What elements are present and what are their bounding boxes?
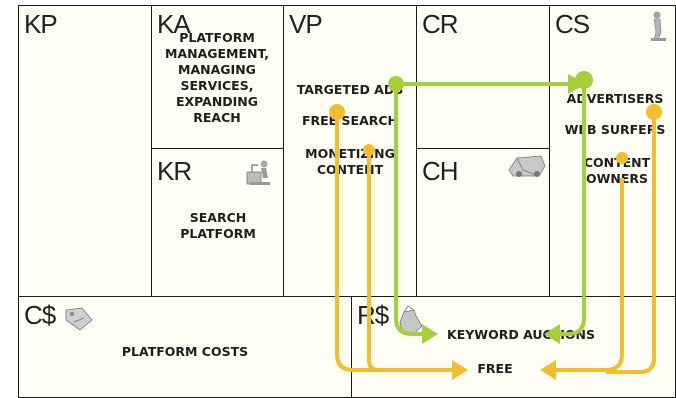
vp-item-free-search: FREE SEARCH <box>301 113 399 128</box>
channels-code: CH <box>422 156 459 186</box>
value-propositions-code: VP <box>289 9 323 39</box>
key-resources-code: KR <box>157 156 192 186</box>
revenue-item-free: FREE <box>477 361 513 376</box>
price-tag-icon <box>65 307 93 331</box>
key-resources-text: SEARCH PLATFORM <box>180 210 256 241</box>
cost-structure-text: PLATFORM COSTS <box>121 344 249 359</box>
worker-icon <box>246 160 270 185</box>
vp-item-targeted-ads: TARGETED ADS <box>296 82 404 97</box>
key-activities-text: PLATFORM MANAGEMENT, MANAGING SERVICES, … <box>165 30 269 125</box>
key-partners-block <box>18 5 153 298</box>
customer-segments-block <box>549 5 676 298</box>
cost-structure-code: C$ <box>24 300 56 330</box>
customer-relationships-code: CR <box>422 9 459 39</box>
revenue-streams-code: R$ <box>357 300 389 330</box>
person-icon <box>651 11 666 41</box>
cs-item-content-owners: CONTENT OWNERS <box>583 155 651 186</box>
key-activities-block <box>151 5 285 150</box>
truck-icon <box>508 155 546 177</box>
customer-segments-code: CS <box>555 9 590 39</box>
vp-item-monetizing-content: MONETIZING CONTENT <box>305 146 395 177</box>
cs-item-web-surfers: WEB SURFERS <box>564 122 666 137</box>
cs-item-advertisers: ADVERTISERS <box>566 91 664 106</box>
revenue-item-keyword-auctions: KEYWORD AUCTIONS <box>447 327 595 342</box>
key-activities-code: KA <box>157 9 191 39</box>
key-partners-code: KP <box>24 9 58 39</box>
money-bag-icon <box>399 305 423 335</box>
